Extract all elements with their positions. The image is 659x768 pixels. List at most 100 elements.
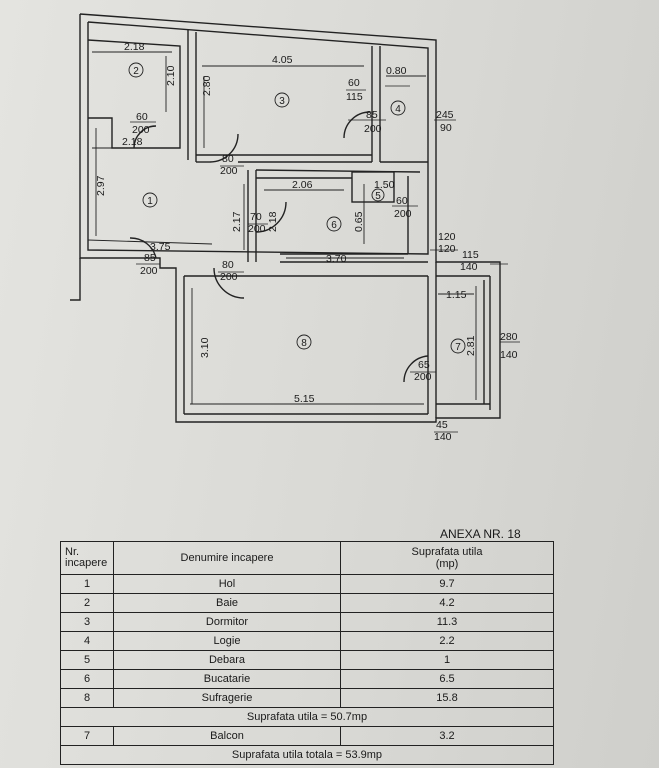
subtotal-row: Suprafata utila = 50.7mp bbox=[60, 707, 554, 727]
row-nr: 3 bbox=[60, 612, 114, 632]
row-nr: 1 bbox=[60, 574, 114, 594]
dim-2-80: 2.80 bbox=[201, 75, 213, 96]
dim-window-bottom-w: 45 bbox=[436, 419, 448, 431]
header-nr-line2: incapere bbox=[65, 557, 108, 569]
inner-outline bbox=[87, 21, 429, 255]
header-nr-line1: Nr. bbox=[65, 546, 80, 558]
table-header-row: Nr. incapere Denumire incapere Suprafata… bbox=[60, 541, 554, 575]
dim-door-r4-w: 85 bbox=[366, 109, 378, 121]
dim-door-living-h: 200 bbox=[220, 271, 238, 283]
row-nr: 2 bbox=[60, 593, 114, 613]
dim-2-18-top: 2.18 bbox=[124, 41, 145, 53]
row-area: 6.5 bbox=[340, 669, 554, 689]
row-nr: 6 bbox=[60, 669, 114, 689]
dim-2-17: 2.17 bbox=[231, 211, 243, 232]
dim-balcony-door-h: 140 bbox=[460, 261, 478, 273]
balcony-nr: 7 bbox=[60, 726, 114, 746]
dim-door-kitchen-w: 70 bbox=[250, 211, 262, 223]
row-name: Sufragerie bbox=[113, 688, 341, 708]
room-number-3: 3 bbox=[279, 96, 285, 107]
row-name: Dormitor bbox=[113, 612, 341, 632]
dim-2-10: 2.10 bbox=[165, 65, 177, 86]
dim-3-10: 3.10 bbox=[199, 337, 211, 358]
dim-5-15: 5.15 bbox=[294, 393, 315, 405]
table-row: 8 Sufragerie 15.8 bbox=[60, 688, 554, 708]
subtotal-text: Suprafata utila = 50.7mp bbox=[60, 707, 554, 727]
dim-door-bath-h: 200 bbox=[132, 124, 150, 136]
room-number-6: 6 bbox=[331, 220, 337, 231]
dim-door-storage-w: 60 bbox=[396, 195, 408, 207]
dim-balcony-door-w: 115 bbox=[462, 249, 479, 261]
dim-window-bottom-h: 140 bbox=[434, 431, 452, 443]
dim-245: 245 bbox=[436, 109, 454, 121]
room-number-4: 4 bbox=[395, 104, 401, 115]
balcony-row: 7 Balcon 3.2 bbox=[60, 726, 554, 746]
header-nr: Nr. incapere bbox=[60, 541, 114, 575]
row-area: 11.3 bbox=[340, 612, 554, 632]
dim-3-75: 3.75 bbox=[150, 241, 171, 253]
room-number-8: 8 bbox=[301, 338, 307, 349]
dim-2-18-mid: 2.18 bbox=[122, 136, 143, 148]
balcony-name: Balcon bbox=[113, 726, 341, 746]
total-text: Suprafata utila totala = 53.9mp bbox=[60, 745, 554, 765]
dim-1-50: 1.50 bbox=[374, 179, 395, 191]
row-nr: 5 bbox=[60, 650, 114, 670]
dim-2-06: 2.06 bbox=[292, 179, 313, 191]
table-row: 1 Hol 9.7 bbox=[60, 574, 554, 594]
header-area-line1: Suprafata utila bbox=[411, 546, 483, 558]
dim-window-living-w: 280 bbox=[500, 331, 518, 343]
row-nr: 4 bbox=[60, 631, 114, 651]
dim-door-r3-h: 115 bbox=[346, 91, 363, 103]
room-number-5: 5 bbox=[375, 191, 381, 202]
room-number-7: 7 bbox=[455, 342, 461, 353]
row-name: Debara bbox=[113, 650, 341, 670]
dim-2-18-v: 2.18 bbox=[267, 211, 279, 232]
dim-0-80: 0.80 bbox=[386, 65, 407, 77]
row-name: Hol bbox=[113, 574, 341, 594]
table-row: 4 Logie 2.2 bbox=[60, 631, 554, 651]
balcony-area: 3.2 bbox=[340, 726, 554, 746]
total-row: Suprafata utila totala = 53.9mp bbox=[60, 745, 554, 765]
dim-door-bed-h: 200 bbox=[220, 165, 238, 177]
outer-wall bbox=[79, 13, 501, 423]
annex-title: ANEXA NR. 18 bbox=[440, 527, 521, 541]
dim-door-r4-h: 200 bbox=[364, 123, 382, 135]
row-area: 1 bbox=[340, 650, 554, 670]
table-row: 5 Debara 1 bbox=[60, 650, 554, 670]
row-area: 9.7 bbox=[340, 574, 554, 594]
dim-90: 90 bbox=[440, 122, 452, 134]
row-name: Bucatarie bbox=[113, 669, 341, 689]
table-row: 3 Dormitor 11.3 bbox=[60, 612, 554, 632]
dim-2-81: 2.81 bbox=[465, 335, 477, 356]
dim-door-living-w: 80 bbox=[222, 259, 234, 271]
left-annex-wall bbox=[70, 258, 81, 301]
room-number-2: 2 bbox=[133, 66, 139, 77]
table-row: 6 Bucatarie 6.5 bbox=[60, 669, 554, 689]
dim-0-65: 0.65 bbox=[353, 211, 365, 232]
dim-2-97: 2.97 bbox=[95, 175, 107, 196]
header-area: Suprafata utila (mp) bbox=[340, 541, 554, 575]
dim-window-w: 120 bbox=[438, 231, 456, 243]
dim-door-balcony-w: 65 bbox=[418, 359, 430, 371]
row-nr: 8 bbox=[60, 688, 114, 708]
header-area-line2: (mp) bbox=[435, 558, 459, 570]
table-row: 2 Baie 4.2 bbox=[60, 593, 554, 613]
dim-door-entry-w: 85 bbox=[144, 252, 156, 264]
dim-1-15: 1.15 bbox=[446, 289, 467, 301]
floor-plan: 2.18 2.10 4.05 60 115 0.80 2.80 245 90 8… bbox=[70, 13, 520, 443]
dim-door-bath-w: 60 bbox=[136, 111, 148, 123]
dim-window-living-h: 140 bbox=[500, 349, 518, 361]
dim-door-entry-h: 200 bbox=[140, 265, 158, 277]
row-name: Baie bbox=[113, 593, 341, 613]
dim-door-balcony-h: 200 bbox=[414, 371, 432, 383]
header-name: Denumire incapere bbox=[113, 541, 341, 575]
dim-window-h: 120 bbox=[438, 243, 456, 255]
room-number-1: 1 bbox=[147, 196, 153, 207]
row-name: Logie bbox=[113, 631, 341, 651]
dim-door-r3-w: 60 bbox=[348, 77, 360, 89]
dim-3-70: 3.70 bbox=[326, 253, 347, 265]
row-area: 4.2 bbox=[340, 593, 554, 613]
dim-door-storage-h: 200 bbox=[394, 208, 412, 220]
dim-door-bed-w: 80 bbox=[222, 153, 234, 165]
row-area: 2.2 bbox=[340, 631, 554, 651]
